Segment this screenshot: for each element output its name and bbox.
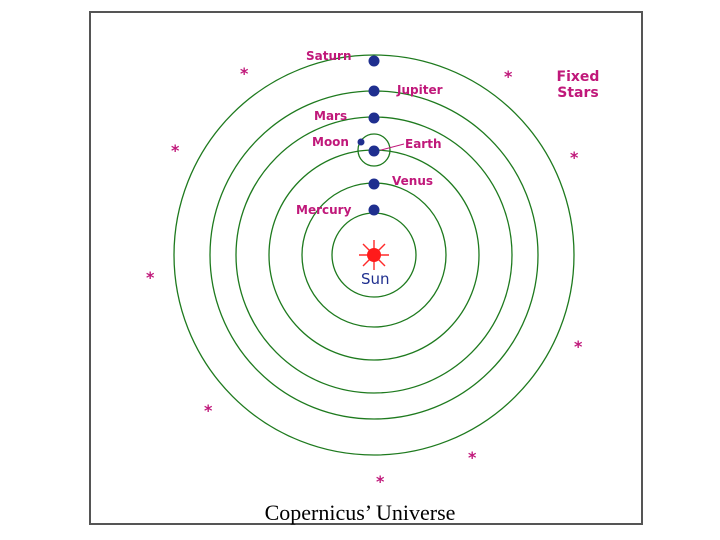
- star-icon: *: [204, 401, 213, 420]
- venus-label: Venus: [392, 174, 433, 188]
- star-icon: *: [376, 472, 385, 491]
- fixed-stars-label-line1: Fixed: [557, 69, 600, 85]
- jupiter-dot: [369, 86, 380, 97]
- venus-dot: [369, 179, 380, 190]
- star-icon: *: [171, 141, 180, 160]
- earth-label: Earth: [405, 137, 442, 151]
- diagram-caption: Copernicus’ Universe: [0, 500, 720, 526]
- star-icon: *: [574, 337, 583, 356]
- moon-label: Moon: [312, 135, 349, 149]
- fixed-stars-label-line2: Stars: [557, 85, 598, 101]
- mercury-label: Mercury: [296, 203, 352, 217]
- saturn-dot: [369, 56, 380, 67]
- star-icon: *: [570, 148, 579, 167]
- sun-icon: [359, 240, 389, 270]
- star-icon: *: [504, 67, 513, 86]
- jupiter-label: Jupiter: [396, 83, 443, 97]
- star-icon: *: [240, 64, 249, 83]
- sun-label: Sun: [361, 270, 390, 288]
- moon-dot: [358, 139, 365, 146]
- mars-dot: [369, 113, 380, 124]
- mars-label: Mars: [314, 109, 347, 123]
- saturn-label: Saturn: [306, 49, 351, 63]
- star-icon: *: [468, 448, 477, 467]
- earth-dot: [369, 146, 380, 157]
- earth-pointer: [381, 144, 404, 150]
- mercury-dot: [369, 205, 380, 216]
- star-icon: *: [146, 268, 155, 287]
